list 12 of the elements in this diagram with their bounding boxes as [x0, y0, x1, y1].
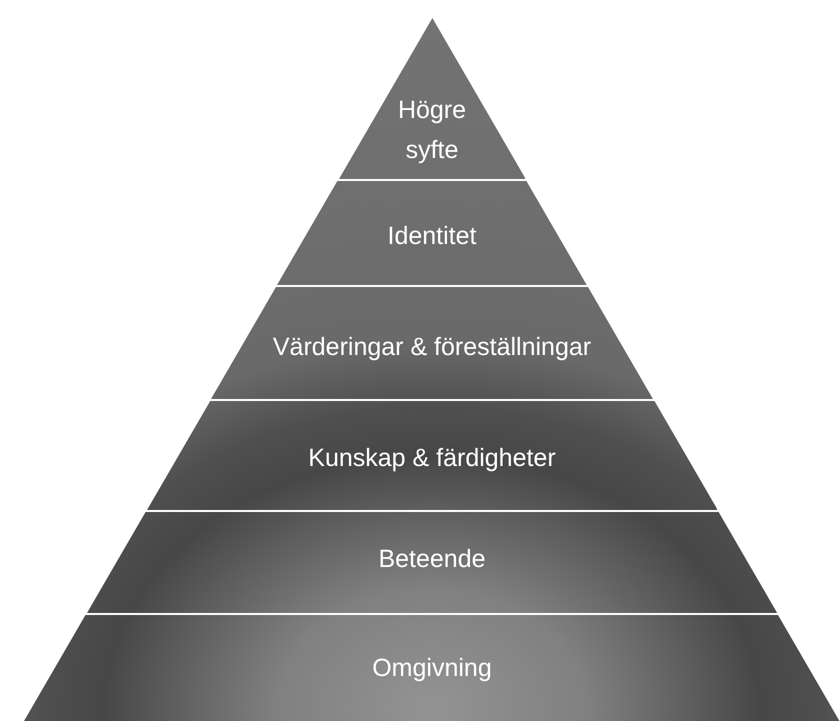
- pyramid-tier: [146, 401, 718, 510]
- tier-label: Omgivning: [372, 653, 492, 684]
- pyramid-tier: [277, 181, 587, 285]
- pyramid-tier: [24, 615, 840, 721]
- tier-label: Högre syfte: [396, 95, 468, 166]
- pyramid-tier: [211, 287, 653, 399]
- tier-label: Värderingar & föreställningar: [272, 332, 592, 363]
- pyramid-tier: [338, 18, 526, 179]
- tier-label: Kunskap & färdigheter: [308, 443, 556, 474]
- tier-label: Beteende: [378, 544, 486, 575]
- tier-label: Identitet: [388, 221, 476, 252]
- pyramid-tier: [86, 512, 778, 613]
